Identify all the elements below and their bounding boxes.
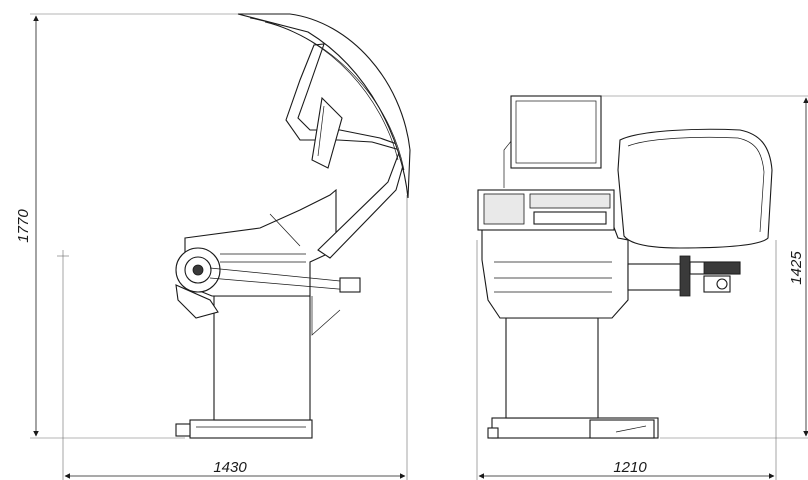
dimension-overall-height: 1770 xyxy=(15,13,240,439)
side-pedestal xyxy=(213,295,311,421)
pedal-icon xyxy=(589,419,655,439)
dimension-label-front-width: 1210 xyxy=(613,459,647,476)
dimension-label-overall-height: 1770 xyxy=(15,209,32,243)
side-view xyxy=(175,13,411,439)
dimension-label-side-depth: 1430 xyxy=(213,459,247,476)
side-wheel-disc xyxy=(311,96,343,169)
dimension-front-height: 1425 xyxy=(600,95,808,439)
monitor-icon xyxy=(510,95,602,169)
front-pedestal xyxy=(505,317,599,419)
front-shaft xyxy=(627,263,689,291)
dimension-side-depth: 1430 xyxy=(57,195,408,480)
dimension-front-width: 1210 xyxy=(476,240,777,480)
front-cabinet xyxy=(481,221,629,319)
side-base-plate xyxy=(189,419,313,439)
dimension-label-front-height: 1425 xyxy=(788,251,805,285)
wheel-guard-icon xyxy=(237,13,411,199)
front-wheel-guard xyxy=(617,128,773,249)
front-view xyxy=(477,95,773,439)
